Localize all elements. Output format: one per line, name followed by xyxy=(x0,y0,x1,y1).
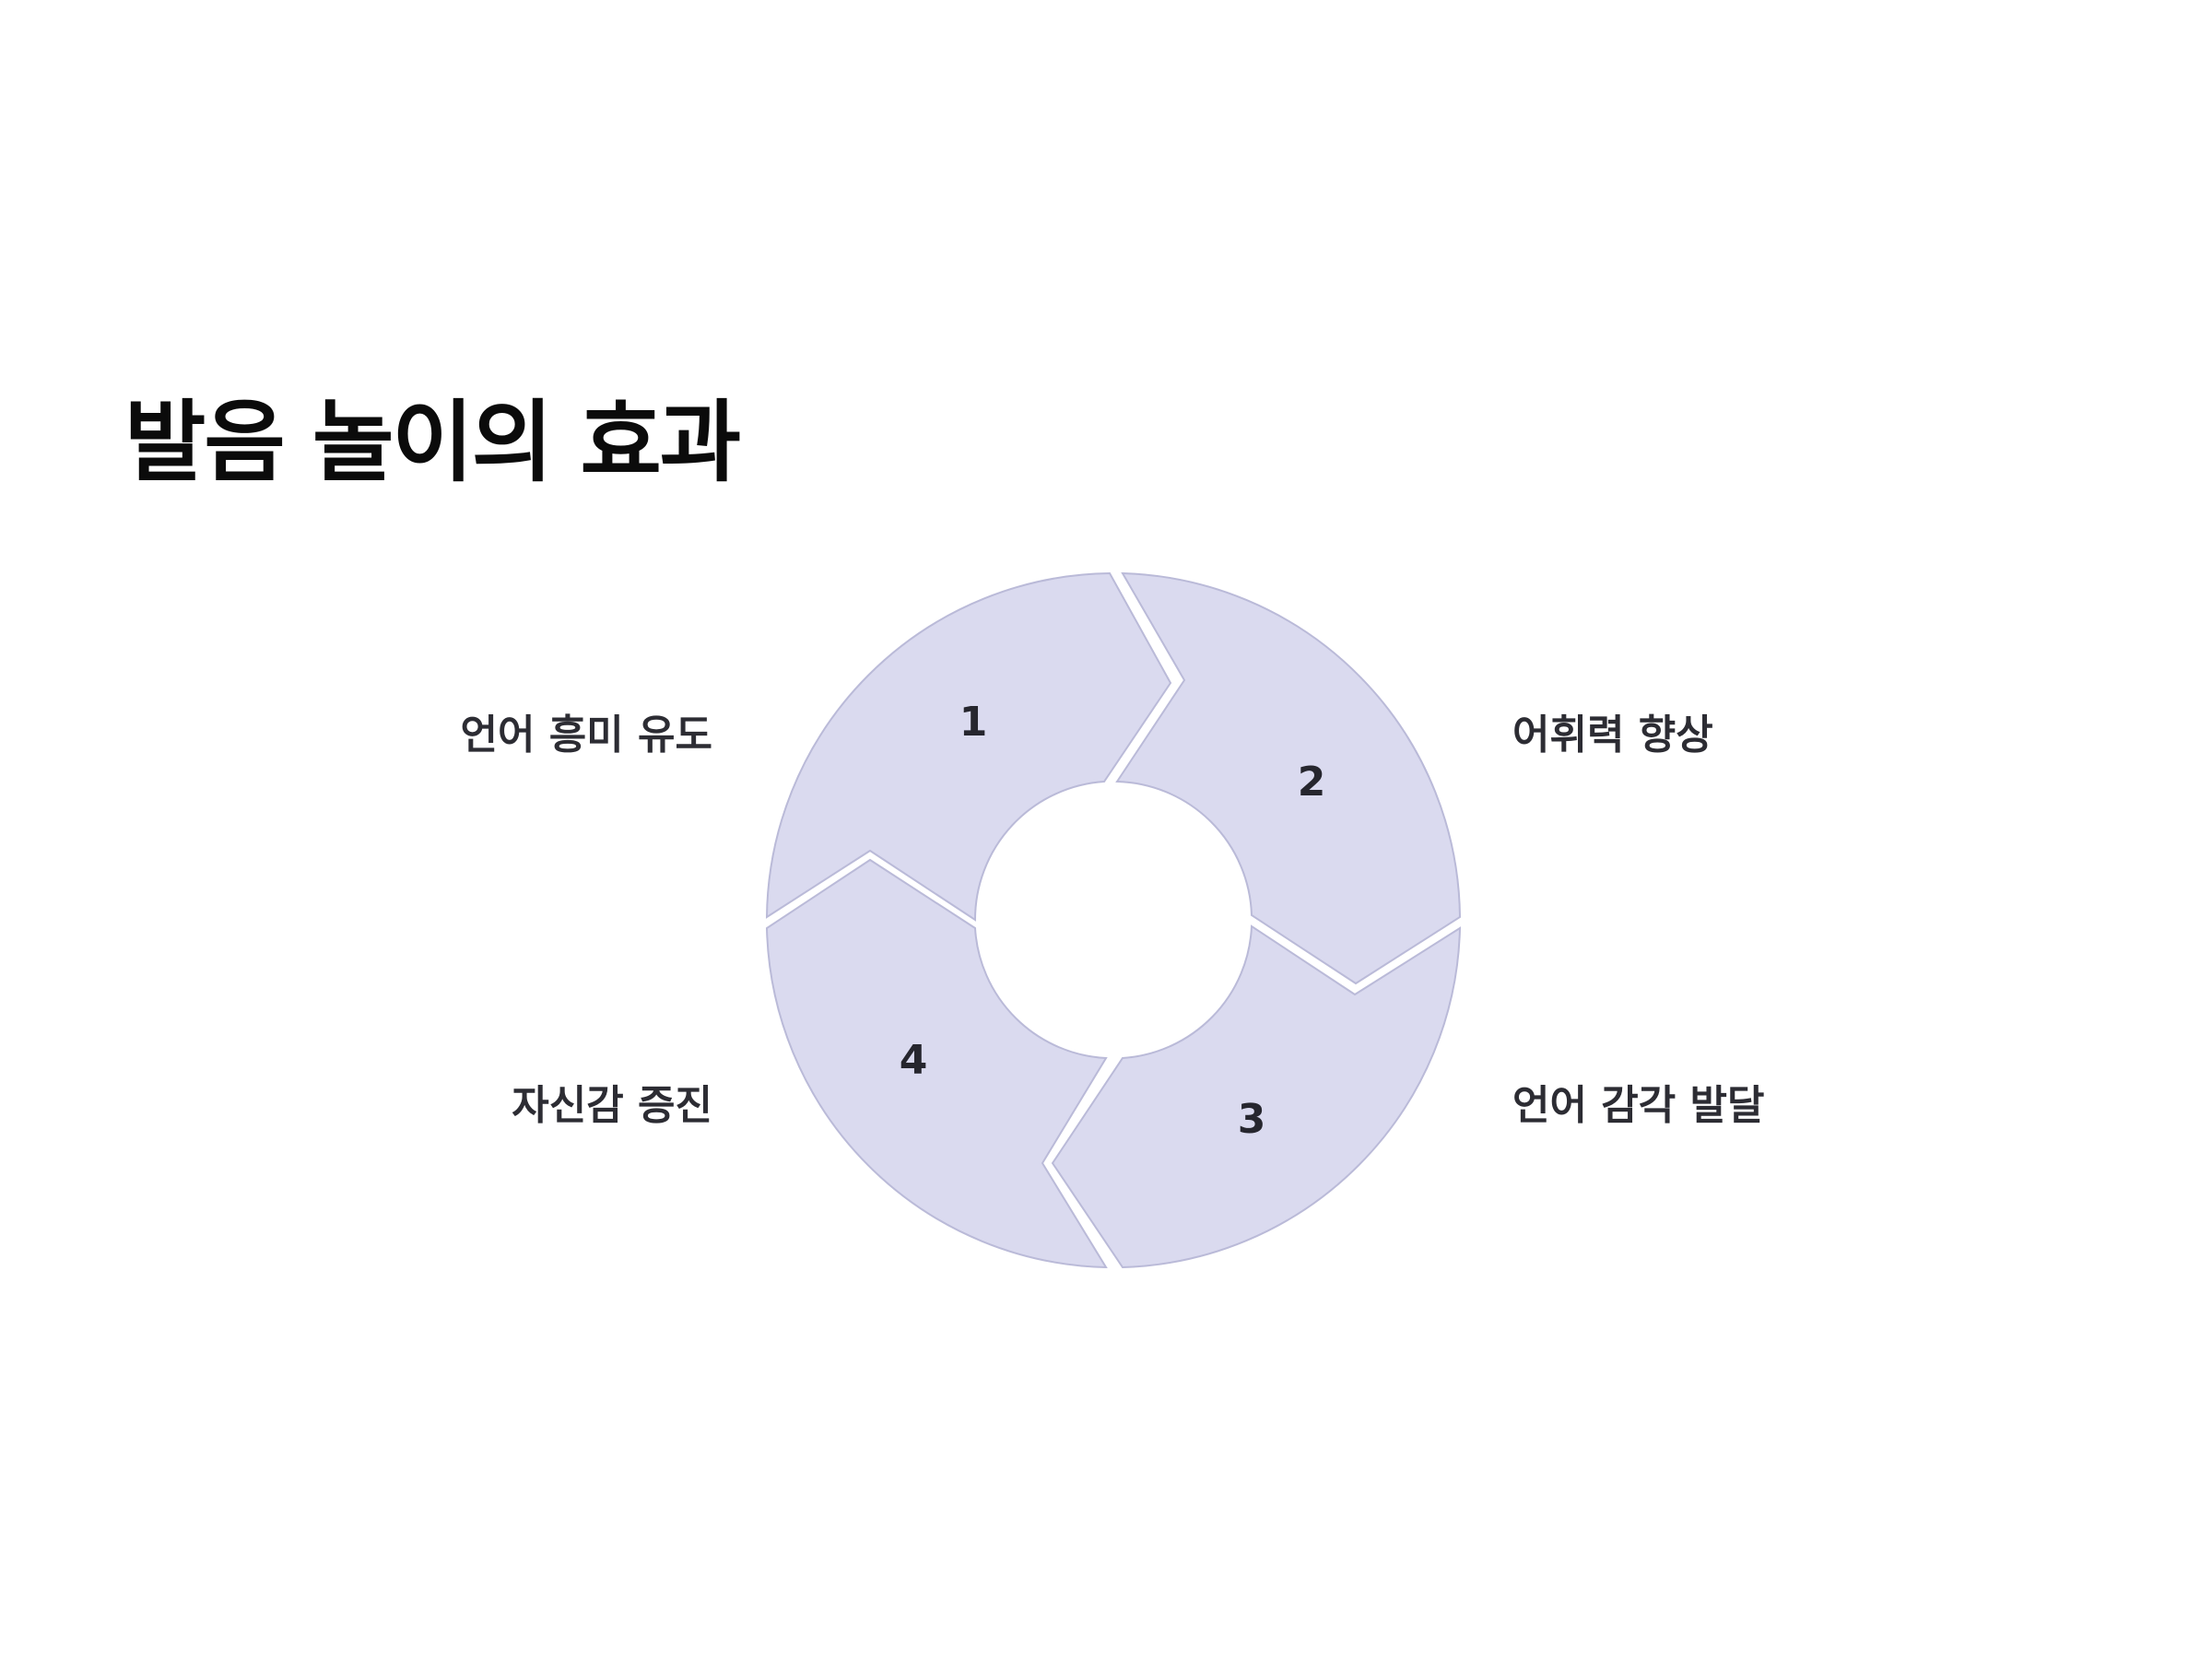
cycle-segment-4 xyxy=(765,858,1108,1269)
step-number-1: 1 xyxy=(959,699,988,746)
step-label-1: 언어 흥미 유도 xyxy=(460,712,712,759)
step-number-3: 3 xyxy=(1238,1096,1266,1143)
cycle-segment-1 xyxy=(765,571,1172,922)
cycle-segment-2 xyxy=(1115,571,1462,985)
step-number-2: 2 xyxy=(1298,759,1326,806)
step-label-4: 자신감 증진 xyxy=(512,1082,712,1129)
step-number-4: 4 xyxy=(900,1037,928,1084)
cycle-segment-3 xyxy=(1051,924,1462,1269)
step-label-2: 어휘력 향상 xyxy=(1512,712,1713,759)
slide-title: 발음 놀이의 효과 xyxy=(124,391,741,494)
step-label-3: 언어 감각 발달 xyxy=(1512,1082,1765,1129)
